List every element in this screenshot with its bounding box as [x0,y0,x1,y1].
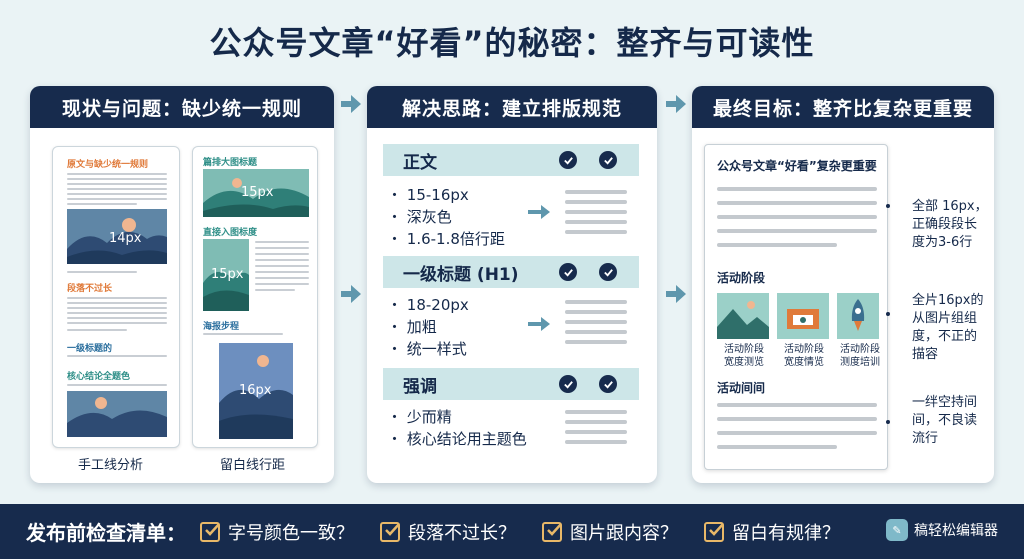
image-size-label: 15px [241,185,274,200]
spec-item: ・ 深灰色 [387,208,452,226]
image-caption: 活动阶段 宽度情览 [784,344,824,368]
arrow-right-icon [341,285,361,303]
spec-item: ・ 加粗 [387,318,437,336]
spec-item: ・ 核心结论用主题色 [387,430,527,448]
card-section-heading: 活动间间 [717,381,766,395]
image-caption: 活动阶段 测度培训 [840,344,880,368]
check-icon [599,151,617,169]
spec-item: ・ 少而精 [387,408,452,426]
arrow-right-icon [341,95,361,113]
document-mockup-left: 原文与缺少统一规则 14px 段落不过长 一级标题的 核心结论全题色 [52,146,180,448]
checkbox-icon [200,521,220,542]
section-label: 正文 [403,152,437,173]
section-label: 一级标题 (H1) [403,264,519,285]
check-icon [599,263,617,281]
panel-solution: 解决思路：建立排版规范 正文 ・ 15-16px ・ 深灰色 ・ 1.6-1.8… [367,86,657,483]
landscape-image: 14px [67,209,167,264]
checklist-footer: 发布前检查清单： 字号颜色一致？ 段落不过长？ 图片跟内容？ 留白有规律？ ✎ … [0,504,1024,559]
check-icon [559,151,577,169]
spec-item: ・ 18-20px [387,296,469,314]
card-section-heading: 活动阶段 [717,271,766,285]
brand: ✎ 稿轻松编辑器 [886,519,998,541]
section-band-body: 正文 [383,144,639,176]
arrow-right-icon [666,95,686,113]
annotation-note: 一绊空持间 间，不良读 流行 [912,395,978,446]
doc-heading: 原文与缺少统一规则 [67,160,149,170]
checkbox-icon [380,521,400,542]
check-icon [559,375,577,393]
panel-header: 最终目标：整齐比复杂更重要 [692,86,994,128]
landscape-image [717,293,769,339]
checkbox-icon [704,521,724,542]
checklist-item: 字号颜色一致？ [200,519,354,545]
checklist-item: 留白有规律？ [704,519,840,545]
article-mockup: 公众号文章“好看”复杂更重要 活动阶段 活动阶段 宽度测览 活动阶段 宽度情览 … [704,144,888,470]
brand-logo-icon: ✎ [886,519,908,541]
doc-heading: 篇排大图标题 [203,158,258,168]
image-size-label: 16px [239,383,272,398]
caption-right: 留白线行距 [220,458,286,473]
doc-heading: 核心结论全题色 [67,372,131,382]
rocket-image [837,293,879,339]
brand-name: 稿轻松编辑器 [914,523,998,539]
arrow-right-icon [528,205,550,219]
panel-header: 解决思路：建立排版规范 [367,86,657,128]
doc-heading: 一级标题的 [67,344,113,354]
panel-current-state: 现状与问题：缺少统一规则 原文与缺少统一规则 14px 段落不过长 一级标题的 … [30,86,334,483]
annotation-note: 全片16px的 从图片组组 度，不正的 描容 [912,293,984,362]
doc-heading: 直接入图标度 [203,228,258,238]
card-title: 公众号文章“好看”复杂更重要 [717,159,877,173]
panel-goal: 最终目标：整齐比复杂更重要 公众号文章“好看”复杂更重要 活动阶段 活动阶段 宽… [692,86,994,483]
caption-left: 手工线分析 [78,458,144,473]
landscape-image: 15px [203,169,309,217]
doc-heading: 段落不过长 [67,284,113,294]
panel-header: 现状与问题：缺少统一规则 [30,86,334,128]
annotation-note: 全部 16px， 正确段段长 度为3-6行 [912,199,988,250]
arrow-right-icon [528,317,550,331]
landscape-image: 16px [219,343,293,439]
arrow-right-icon [666,285,686,303]
image-size-label: 14px [109,231,142,246]
checklist-item: 图片跟内容？ [542,519,678,545]
checklist-item: 段落不过长？ [380,519,516,545]
document-mockup-right: 篇排大图标题 15px 直接入图标度 15px 海报步程 16px [192,146,318,448]
section-band-h1: 一级标题 (H1) [383,256,639,288]
section-label: 强调 [403,376,437,397]
checkbox-icon [542,521,562,542]
landscape-image: 15px [203,239,249,311]
doc-heading: 海报步程 [203,322,240,332]
footer-title: 发布前检查清单： [26,521,186,545]
check-icon [559,263,577,281]
spec-item: ・ 15-16px [387,186,469,204]
image-caption: 活动阶段 宽度测览 [724,344,764,368]
page-title: 公众号文章“好看”的秘密：整齐与可读性 [209,24,815,62]
landscape-image [67,391,167,437]
collaboration-image [777,293,829,339]
section-band-emphasis: 强调 [383,368,639,400]
spec-item: ・ 统一样式 [387,340,467,358]
spec-item: ・ 1.6-1.8倍行距 [387,230,505,248]
check-icon [599,375,617,393]
image-size-label: 15px [211,267,244,282]
